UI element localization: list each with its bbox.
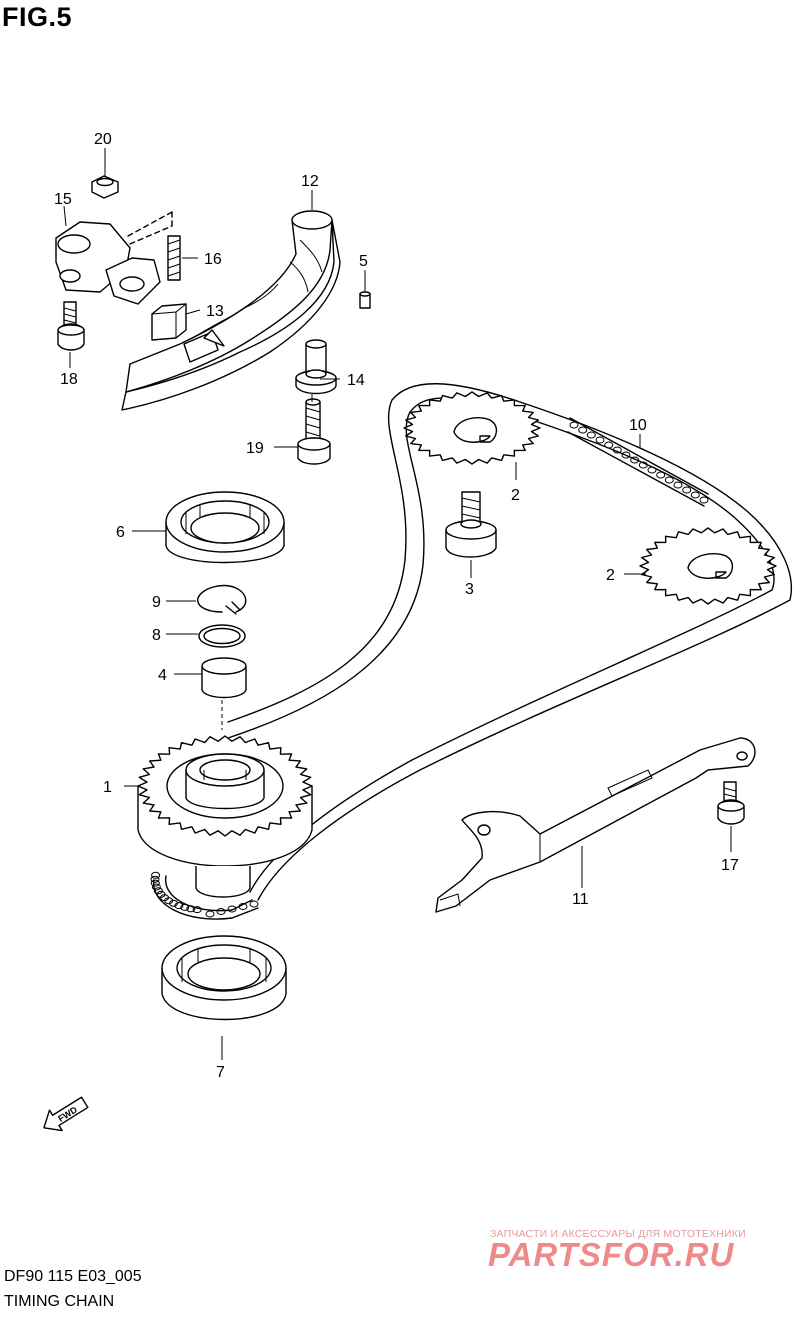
chain-segment-10 bbox=[567, 417, 709, 507]
callout-18: 18 bbox=[60, 371, 78, 388]
collar-14 bbox=[295, 339, 337, 395]
diagram-caption: TIMING CHAIN bbox=[4, 1293, 115, 1310]
fwd-arrow-icon: FWD bbox=[43, 1096, 89, 1132]
diagram-code: DF90 115 E03_005 bbox=[4, 1268, 142, 1285]
cam-sprocket-2-lower bbox=[639, 527, 777, 605]
callout-16: 16 bbox=[204, 251, 222, 268]
callout-10: 10 bbox=[629, 417, 647, 434]
spring-16 bbox=[167, 235, 181, 281]
callout-20: 20 bbox=[94, 131, 112, 148]
chain-guide-11 bbox=[435, 737, 756, 913]
bolt-19 bbox=[297, 398, 331, 465]
bolt-17 bbox=[717, 781, 745, 825]
bolt-3 bbox=[445, 491, 497, 558]
callout-15: 15 bbox=[54, 191, 72, 208]
callouts: 20 15 12 16 5 13 18 14 19 10 2 6 2 3 9 8… bbox=[54, 131, 739, 1081]
pin-5 bbox=[359, 291, 371, 309]
watermark-logo: PARTSFOR.RU bbox=[488, 1236, 735, 1273]
callout-19: 19 bbox=[246, 440, 264, 457]
callout-1: 1 bbox=[103, 779, 112, 796]
callout-2-lower: 2 bbox=[606, 567, 615, 584]
bolt-18 bbox=[57, 301, 85, 351]
figure-title: FIG.5 bbox=[2, 2, 73, 32]
callout-8: 8 bbox=[152, 627, 161, 644]
crank-gear-1 bbox=[137, 735, 313, 898]
callout-5: 5 bbox=[359, 253, 368, 270]
callout-7: 7 bbox=[216, 1064, 225, 1081]
cam-sprocket-2-upper bbox=[403, 391, 541, 465]
callout-17: 17 bbox=[721, 857, 739, 874]
callout-2-upper: 2 bbox=[511, 487, 520, 504]
callout-13: 13 bbox=[206, 303, 224, 320]
pad-13 bbox=[151, 303, 187, 341]
watermark-tagline: ЗАПЧАСТИ И АКСЕССУАРЫ ДЛЯ МОТОТЕХНИКИ bbox=[490, 1228, 746, 1240]
callout-11: 11 bbox=[572, 891, 589, 908]
callout-4: 4 bbox=[158, 667, 167, 684]
callout-14: 14 bbox=[347, 372, 365, 389]
o-ring-8 bbox=[198, 624, 246, 648]
tensioner-arm-12 bbox=[121, 210, 341, 411]
timing-chain-11-loop bbox=[227, 383, 792, 901]
bearing-6 bbox=[165, 491, 285, 564]
callout-3: 3 bbox=[465, 581, 474, 598]
callout-6: 6 bbox=[116, 524, 125, 541]
chain-segment-lower bbox=[150, 871, 259, 920]
nut-20 bbox=[91, 175, 119, 199]
tensioner-15 bbox=[55, 211, 173, 305]
bearing-7 bbox=[161, 935, 287, 1021]
callout-12: 12 bbox=[301, 173, 319, 190]
spacer-4 bbox=[201, 657, 247, 699]
circlip-9 bbox=[197, 584, 247, 615]
leader-lines bbox=[63, 148, 732, 1060]
callout-9: 9 bbox=[152, 594, 161, 611]
